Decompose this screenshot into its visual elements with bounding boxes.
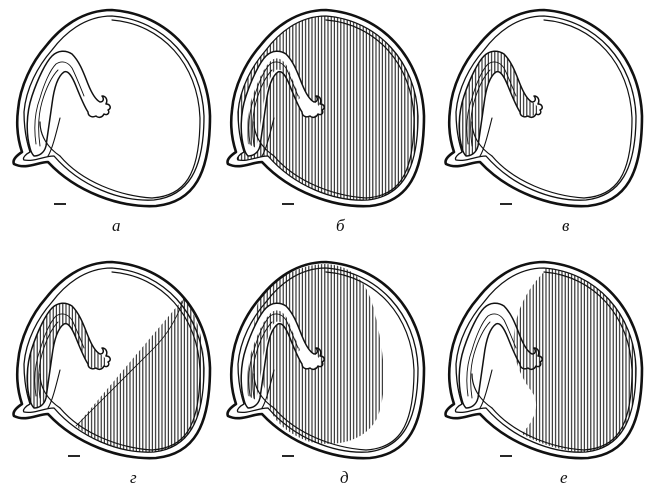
panel-g-label: г [130, 468, 137, 483]
panel-d-label: д [340, 468, 349, 483]
panel-e: е [445, 262, 642, 483]
panel-g: г [13, 262, 210, 483]
panel-a-label: а [112, 216, 121, 235]
panel-b-label: б [336, 216, 345, 235]
panel-e-label: е [560, 468, 568, 483]
panel-v: в [445, 10, 642, 235]
panel-a: а [13, 10, 210, 235]
panel-d: д [227, 262, 424, 483]
panel-v-label: в [562, 216, 570, 235]
panel-b: б [227, 10, 424, 235]
